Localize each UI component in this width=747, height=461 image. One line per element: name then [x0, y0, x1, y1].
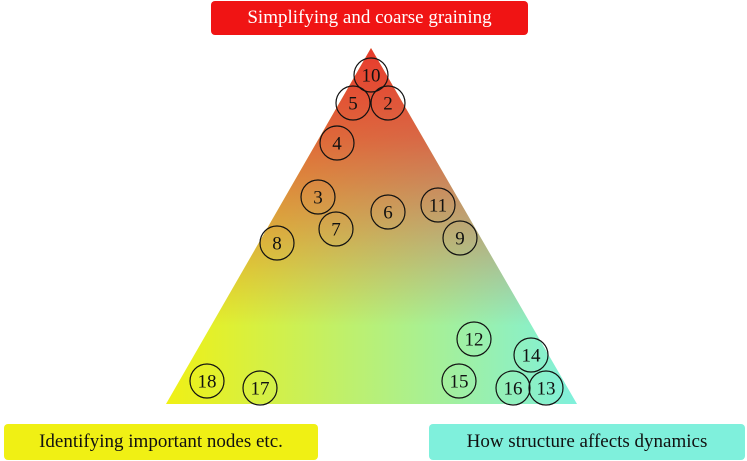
node-2: 2: [370, 85, 406, 121]
top-vertex-label: Simplifying and coarse graining: [211, 1, 528, 35]
node-12: 12: [456, 321, 492, 357]
node-label: 12: [465, 330, 484, 351]
node-circle: [259, 225, 295, 261]
node-14: 14: [513, 337, 549, 373]
node-15: 15: [441, 363, 477, 399]
node-label: 18: [198, 372, 217, 393]
node-label: 2: [383, 94, 393, 115]
node-circle: [528, 370, 564, 406]
node-circle: [353, 57, 389, 93]
node-circle: [370, 85, 406, 121]
node-circle: [300, 179, 336, 215]
node-label: 3: [313, 188, 323, 209]
node-label: 13: [537, 379, 556, 400]
node-label: 6: [383, 203, 393, 224]
node-label: 14: [522, 346, 542, 367]
node-8: 8: [259, 225, 295, 261]
node-6: 6: [370, 194, 406, 230]
right-vertex-label: How structure affects dynamics: [429, 424, 745, 460]
node-label: 7: [331, 220, 341, 241]
node-label: 11: [429, 196, 447, 217]
node-circle: [442, 220, 478, 256]
node-5: 5: [335, 85, 371, 121]
node-11: 11: [420, 187, 456, 223]
node-circle: [319, 125, 355, 161]
node-10: 10: [353, 57, 389, 93]
node-label: 4: [332, 134, 342, 155]
node-4: 4: [319, 125, 355, 161]
node-17: 17: [242, 370, 278, 406]
node-circle: [189, 363, 225, 399]
node-label: 5: [348, 94, 358, 115]
node-label: 10: [362, 66, 381, 87]
node-18: 18: [189, 363, 225, 399]
node-circle: [335, 85, 371, 121]
node-label: 17: [251, 379, 270, 400]
node-label: 16: [504, 379, 523, 400]
node-label: 9: [455, 229, 465, 250]
node-circle: [420, 187, 456, 223]
node-label: 8: [272, 234, 282, 255]
node-label: 15: [450, 372, 469, 393]
left-vertex-label: Identifying important nodes etc.: [4, 424, 318, 460]
node-circle: [513, 337, 549, 373]
node-circle: [495, 370, 531, 406]
node-9: 9: [442, 220, 478, 256]
node-7: 7: [318, 211, 354, 247]
node-circle: [318, 211, 354, 247]
node-16: 16: [495, 370, 531, 406]
node-circle: [242, 370, 278, 406]
node-circle: [370, 194, 406, 230]
node-circle: [441, 363, 477, 399]
node-3: 3: [300, 179, 336, 215]
node-13: 13: [528, 370, 564, 406]
node-circle: [456, 321, 492, 357]
